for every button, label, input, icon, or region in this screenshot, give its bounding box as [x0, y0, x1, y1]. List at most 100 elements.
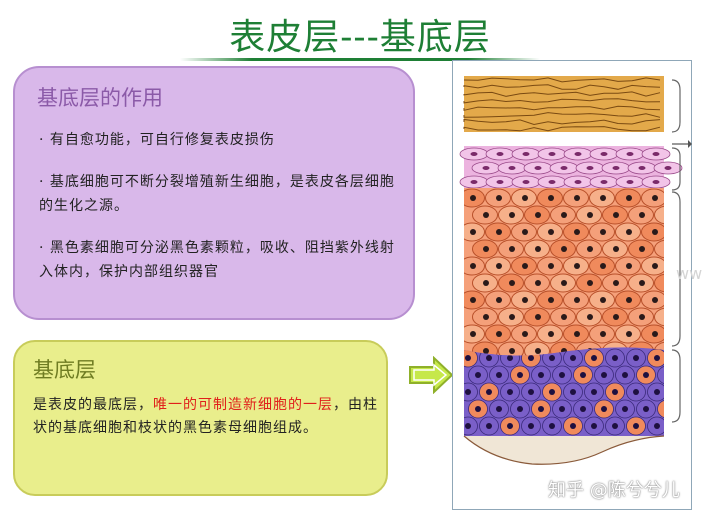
spinosum-nucleus	[613, 314, 619, 320]
granulosum-nucleus	[626, 152, 634, 156]
spinosum-nucleus	[600, 263, 606, 269]
spinosum-nucleus	[665, 314, 671, 320]
granulosum-nucleus	[612, 166, 620, 170]
corneum-cell-line	[463, 112, 661, 118]
spinosum-nucleus	[483, 246, 489, 252]
granulosum-nucleus	[574, 180, 582, 184]
basale-nucleus	[580, 406, 586, 412]
basale-nucleus	[622, 406, 628, 412]
spinosum-nucleus	[509, 212, 515, 218]
basale-nucleus	[475, 372, 481, 378]
stratum-granulosum-layer	[459, 146, 683, 190]
spinosum-nucleus	[509, 246, 515, 252]
spinosum-nucleus	[483, 348, 489, 354]
corneum-bracket	[671, 79, 681, 133]
basale-cell	[657, 399, 664, 419]
spinosum-nucleus	[574, 195, 580, 201]
corneum-cell-line	[463, 98, 661, 104]
spinosum-nucleus	[665, 246, 671, 252]
basale-nucleus	[517, 406, 523, 412]
spinosum-nucleus	[548, 331, 554, 337]
definition-panel: 基底层 是表皮的最底层，唯一的可制造新细胞的一层，由柱状的基底细胞和枝状的黑色素…	[13, 340, 388, 496]
spinosum-nucleus	[483, 314, 489, 320]
granulosum-nucleus	[522, 180, 530, 184]
spinosum-nucleus	[652, 297, 658, 303]
granulosum-nucleus	[548, 152, 556, 156]
granulosum-nucleus	[496, 180, 504, 184]
stratum-corneum-layer	[463, 76, 664, 132]
basale-nucleus	[486, 389, 492, 395]
granulosum-nucleus	[508, 166, 516, 170]
spinosum-nucleus	[483, 280, 489, 286]
spinosum-cell	[654, 307, 664, 327]
spinosum-nucleus	[548, 195, 554, 201]
spinosum-nucleus	[548, 263, 554, 269]
spinosum-nucleus	[561, 246, 567, 252]
spinosum-nucleus	[600, 229, 606, 235]
spinosum-nucleus	[509, 314, 515, 320]
spinosum-nucleus	[613, 212, 619, 218]
spinosum-nucleus	[626, 229, 632, 235]
granulosum-nucleus	[638, 166, 646, 170]
spinosum-nucleus	[574, 263, 580, 269]
granulosum-bracket	[671, 147, 681, 191]
granulosum-nucleus	[600, 152, 608, 156]
page-title: 表皮层---基底层	[229, 17, 491, 58]
granulosum-nucleus	[626, 180, 634, 184]
granulosum-nucleus	[522, 152, 530, 156]
spinosum-nucleus	[561, 280, 567, 286]
spinosum-nucleus	[548, 229, 554, 235]
spinosum-nucleus	[665, 280, 671, 286]
function-bullet-list: · 有自愈功能，可自行修复表皮损伤 · 基底细胞可不断分裂增殖新生细胞，是表皮各…	[39, 128, 409, 302]
basale-nucleus	[528, 423, 534, 429]
spinosum-nucleus	[652, 331, 658, 337]
spinosum-nucleus	[496, 229, 502, 235]
granulosum-nucleus	[560, 166, 568, 170]
granulosum-nucleus	[652, 152, 660, 156]
spinosum-cell	[654, 205, 664, 225]
spinosum-nucleus	[652, 263, 658, 269]
granulosum-nucleus	[652, 180, 660, 184]
pointer-arrow-icon	[409, 356, 454, 394]
spinosum-nucleus	[652, 229, 658, 235]
spinosum-nucleus	[626, 331, 632, 337]
stratum-spinosum-layer	[464, 188, 671, 360]
spinosum-nucleus	[522, 297, 528, 303]
function-bullet-heal: · 有自愈功能，可自行修复表皮损伤	[39, 132, 275, 148]
spinosum-nucleus	[496, 195, 502, 201]
spinosum-nucleus	[574, 331, 580, 337]
basale-nucleus	[591, 423, 597, 429]
title-underline	[180, 58, 540, 61]
basale-cell	[657, 365, 664, 385]
basale-nucleus	[580, 372, 586, 378]
basale-nucleus	[465, 423, 471, 429]
basement-membrane	[463, 435, 665, 465]
spinosum-nucleus	[587, 280, 593, 286]
definition-text: 是表皮的最底层，唯一的可制造新细胞的一层，由柱状的基底细胞和枝状的黑色素母细胞组…	[33, 394, 378, 440]
basale-nucleus	[496, 406, 502, 412]
granulosum-nucleus	[482, 166, 490, 170]
faint-watermark: ww	[676, 264, 703, 283]
granulosum-nucleus	[470, 180, 478, 184]
basale-bracket	[671, 349, 681, 423]
spinosum-cell	[654, 239, 664, 259]
basale-nucleus	[475, 406, 481, 412]
definition-highlight: 唯一的可制造新细胞的一层	[153, 397, 333, 413]
spinosum-nucleus	[665, 348, 671, 354]
skin-layers-illustration	[459, 76, 692, 465]
basale-nucleus	[654, 389, 660, 395]
basale-nucleus	[633, 423, 639, 429]
spinosum-nucleus	[509, 348, 515, 354]
spinosum-nucleus	[522, 331, 528, 337]
spinosum-nucleus	[535, 246, 541, 252]
spinosum-nucleus	[639, 314, 645, 320]
granulosum-nucleus	[600, 180, 608, 184]
basale-nucleus	[654, 355, 660, 361]
basale-nucleus	[549, 423, 555, 429]
spinosum-nucleus	[639, 212, 645, 218]
spinosum-nucleus	[470, 331, 476, 337]
basale-nucleus	[559, 372, 565, 378]
spinosum-nucleus	[639, 280, 645, 286]
spinosum-nucleus	[574, 297, 580, 303]
corneum-cell-line	[463, 77, 661, 83]
